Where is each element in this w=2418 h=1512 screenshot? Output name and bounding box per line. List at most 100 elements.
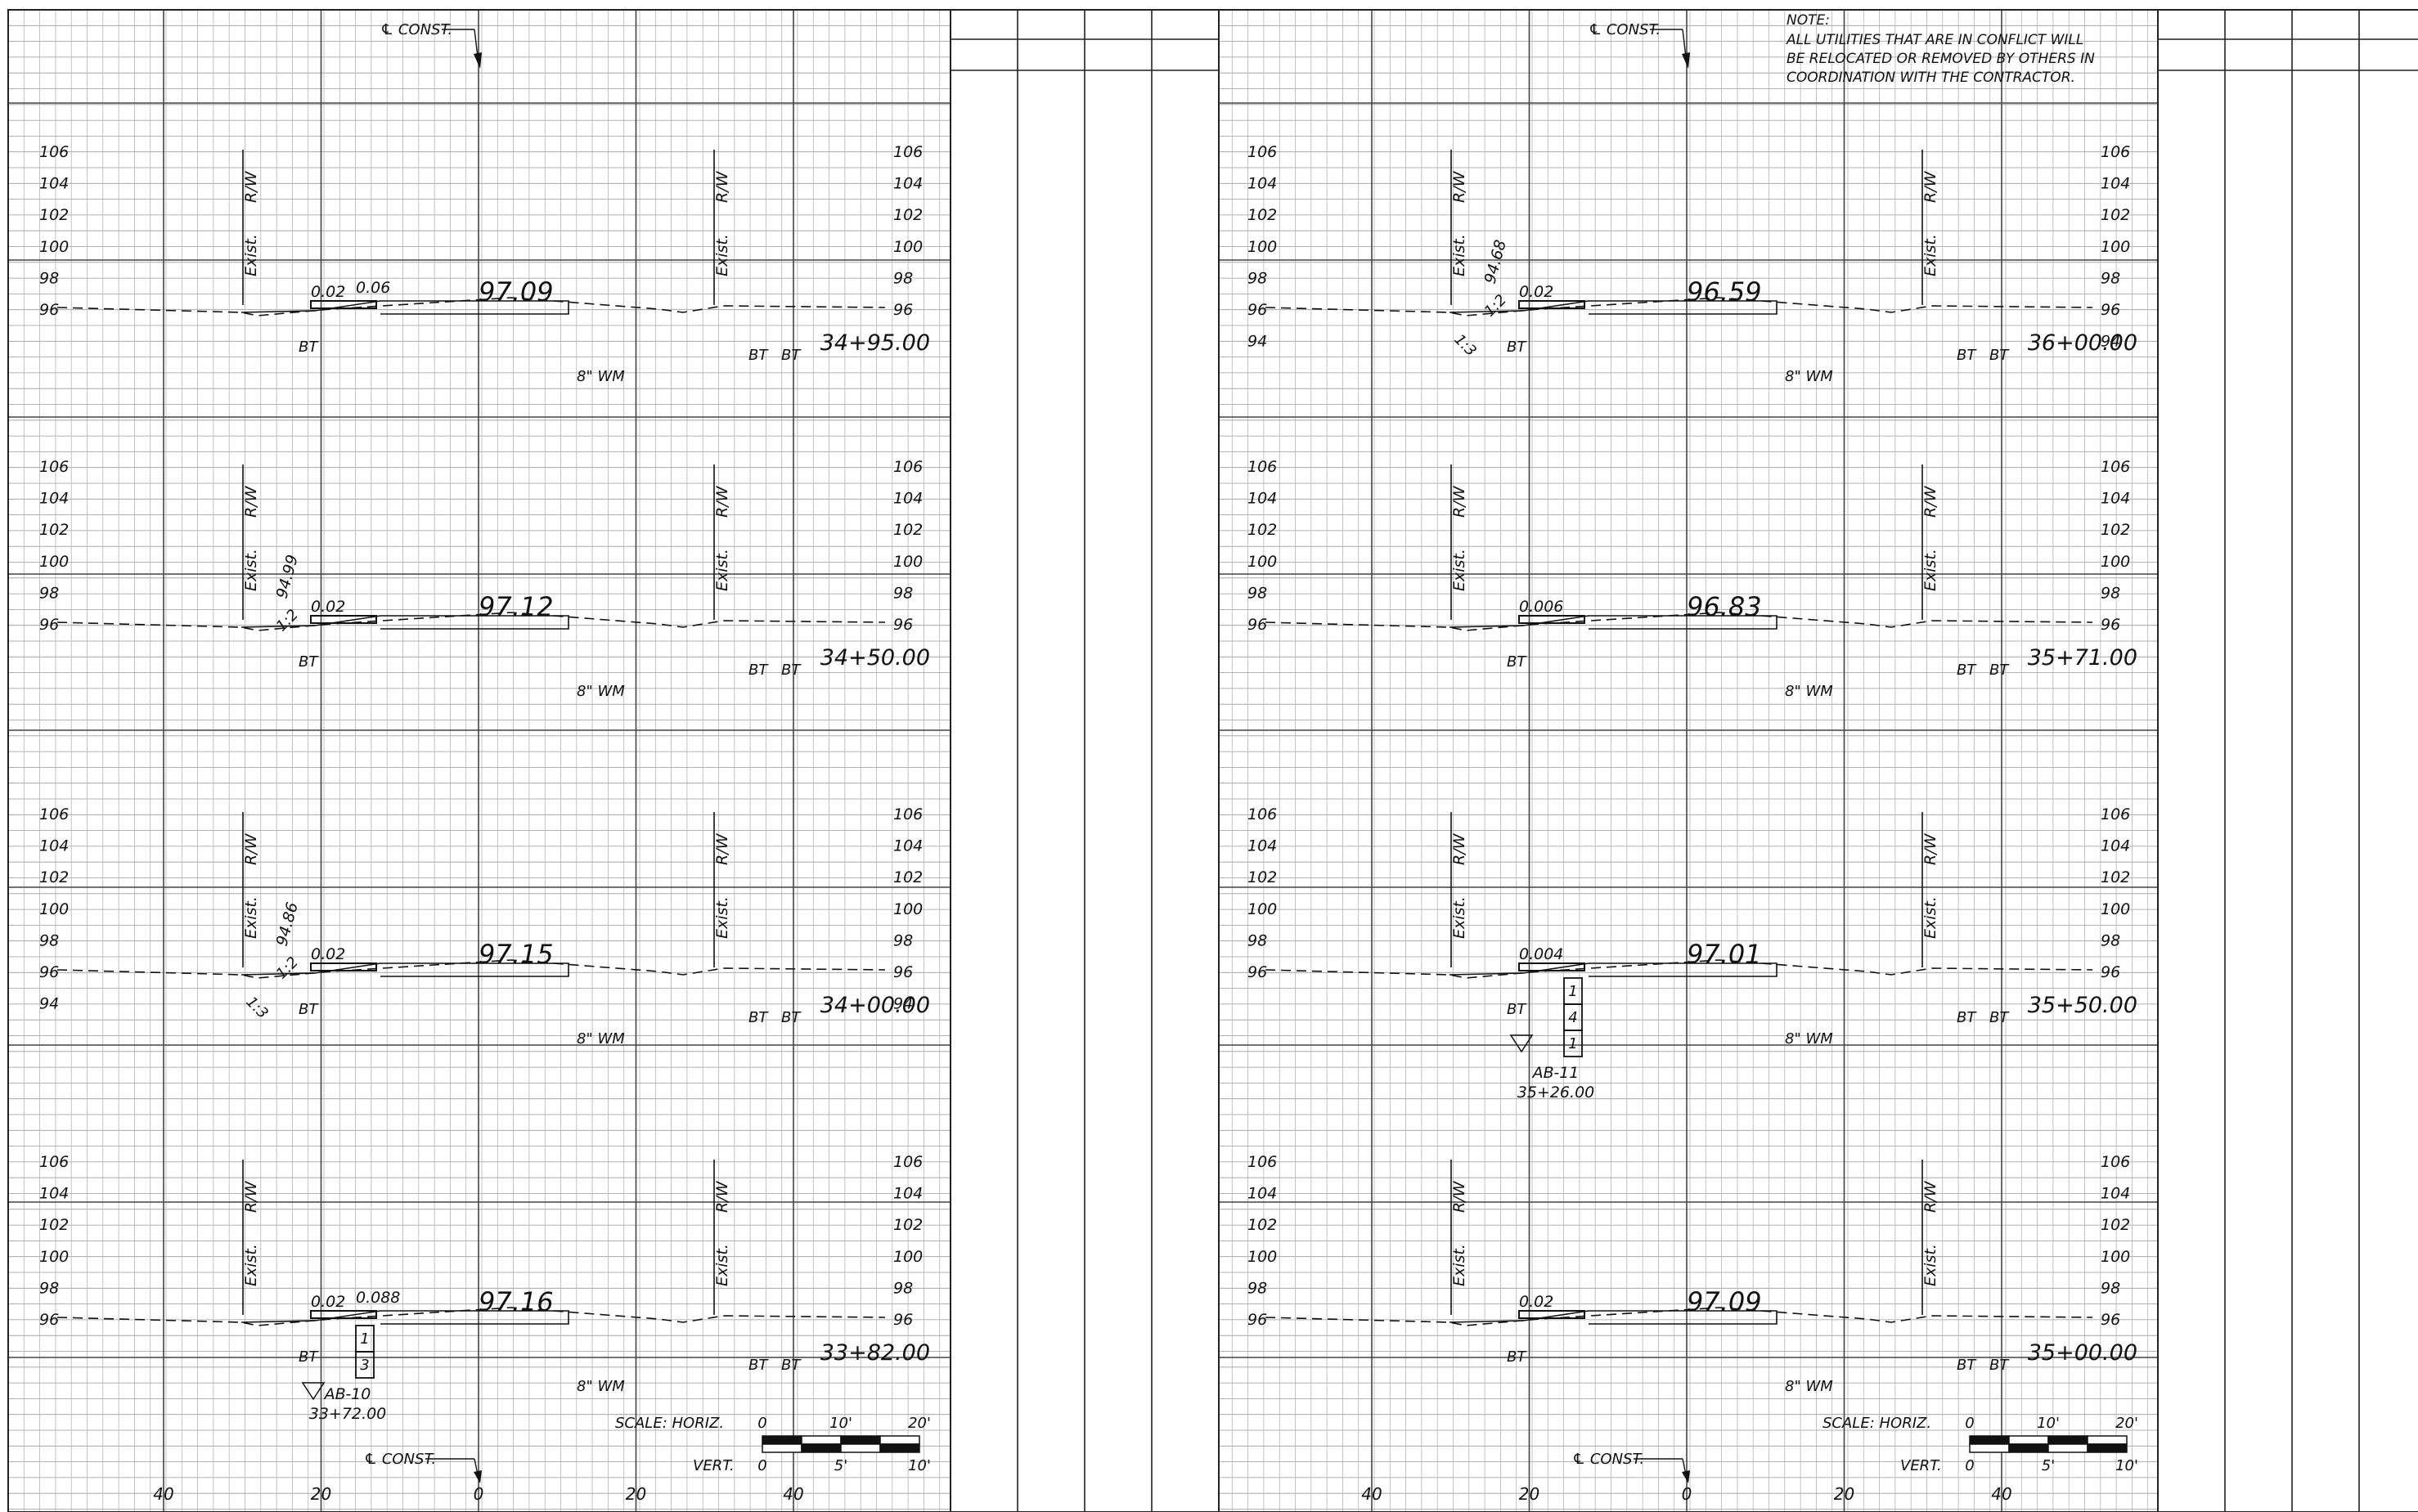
centerline-label-bottom: ℄ CONST. — [364, 1451, 436, 1468]
scale-tick: 10' — [908, 1457, 931, 1474]
rw-label: R/W — [713, 170, 731, 203]
bt-label: BT — [1507, 1348, 1527, 1366]
elevation-label-right: 98 — [893, 269, 913, 287]
elevation-label-left: 96 — [1247, 1311, 1267, 1329]
centerline-label-top: ℄ CONST. — [380, 21, 452, 38]
elevation-label-right: 104 — [2101, 1185, 2130, 1203]
elevation-label-right: 106 — [2101, 143, 2130, 161]
elevation-label-right: 98 — [893, 931, 913, 949]
rw-label: R/W — [713, 1180, 731, 1213]
cross-slope-left: 0.02 — [311, 1293, 345, 1311]
scale-tick: 0 — [757, 1457, 766, 1474]
offset-tick-label: 40 — [1361, 1484, 1382, 1504]
station-label: 35+71.00 — [2028, 645, 2137, 671]
elevation-label-left: 98 — [39, 931, 59, 949]
elevation-label-right: 106 — [893, 143, 923, 161]
exist-label: Exist. — [713, 549, 731, 591]
water-main-label: 8" WM — [577, 1378, 625, 1395]
elevation-label-right: 96 — [893, 616, 913, 634]
elevation-label-right: 96 — [893, 301, 913, 319]
scale-bar-segment — [762, 1443, 802, 1453]
cut-slope-ratio: 1:2 — [273, 606, 302, 635]
elevation-label-left: 100 — [39, 900, 69, 918]
elevation-label-left: 100 — [39, 238, 69, 256]
elevation-label-right: 96 — [2101, 301, 2120, 319]
rw-label: R/W — [713, 832, 731, 865]
rw-label: R/W — [1450, 832, 1468, 865]
scale-bar-segment — [879, 1435, 920, 1445]
elevation-label-left: 96 — [39, 1311, 59, 1329]
pavement-slab — [1518, 1310, 1585, 1319]
grid-panel-2 — [1216, 9, 2159, 1512]
grade-elevation: 96.83 — [1687, 591, 1762, 622]
bt-label: BT — [781, 662, 802, 679]
elevation-label-right: 102 — [893, 521, 923, 539]
existing-ground-line — [1265, 959, 2093, 979]
scale-tick: 0 — [1965, 1457, 1974, 1474]
rw-label: R/W — [713, 485, 731, 518]
elevation-label-left: 98 — [1247, 1279, 1267, 1297]
rw-label: R/W — [242, 170, 260, 203]
elevation-label-left: 106 — [1247, 805, 1277, 823]
proposed-section — [240, 1310, 569, 1325]
scale-horiz-label: SCALE: HORIZ. — [1822, 1415, 1931, 1432]
exist-label: Exist. — [713, 1244, 731, 1286]
grid-layer — [7, 9, 2159, 1512]
cut-slope-ratio: 1:2 — [273, 953, 302, 982]
pavement-slab — [310, 300, 377, 309]
cut-slope-ratio: 1:2 — [1481, 291, 1510, 320]
elevation-label-left: 98 — [1247, 269, 1267, 287]
boring-layer-label: 4 — [1568, 1009, 1577, 1026]
exist-label: Exist. — [242, 896, 260, 939]
elevation-label-left: 106 — [39, 143, 69, 161]
station-label: 34+00.00 — [820, 993, 930, 1018]
exist-label: Exist. — [713, 234, 731, 276]
proposed-section — [240, 962, 569, 977]
cross-slope-left: 0.02 — [311, 945, 345, 963]
centerline-label-top: ℄ CONST. — [1589, 21, 1661, 38]
station-label: 33+82.00 — [820, 1340, 930, 1366]
scale-tick: 0 — [757, 1415, 766, 1432]
elevation-label-left: 104 — [39, 837, 69, 855]
bt-label: BT — [781, 1357, 802, 1374]
rw-label: R/W — [1921, 485, 1939, 518]
elevation-label-right: 94 — [2101, 333, 2120, 351]
scale-bar-segment — [2087, 1443, 2128, 1453]
scale-bar-segment — [840, 1435, 881, 1445]
rw-label: R/W — [1450, 485, 1468, 518]
bt-label: BT — [299, 1348, 319, 1366]
elevation-label-right: 102 — [2101, 521, 2130, 539]
boring-layer-label: 3 — [360, 1357, 369, 1374]
water-level-symbol — [1509, 1034, 1534, 1053]
elevation-label-right: 104 — [893, 490, 923, 508]
bt-label: BT — [1989, 347, 2010, 364]
elevation-label-right: 104 — [893, 1185, 923, 1203]
quantity-table-layer — [950, 9, 2418, 1512]
bt-label: BT — [748, 1357, 769, 1374]
elevation-label-left: 104 — [39, 490, 69, 508]
elevation-label-right: 96 — [2101, 616, 2120, 634]
cross-slope-right: 0.088 — [356, 1289, 400, 1307]
elevation-label-left: 106 — [1247, 143, 1277, 161]
elevation-label-right: 104 — [2101, 837, 2130, 855]
exist-label: Exist. — [1921, 1244, 1939, 1286]
bt-label: BT — [1989, 662, 2010, 679]
cross-slope-left: 0.02 — [311, 598, 345, 616]
elevation-label-right: 96 — [2101, 1311, 2120, 1329]
cross-slope-left: 0.004 — [1519, 945, 1563, 963]
scale-bar-segment — [801, 1435, 842, 1445]
elevation-label-right: 100 — [2101, 1248, 2130, 1266]
grade-elevation: 96.59 — [1687, 276, 1762, 307]
note-line: COORDINATION WITH THE CONTRACTOR. — [1787, 70, 2075, 86]
grade-elevation: 97.01 — [1687, 939, 1762, 970]
bt-label: BT — [781, 1009, 802, 1026]
cross-slope-right: 0.06 — [356, 279, 390, 297]
exist-label: Exist. — [1450, 234, 1468, 276]
elevation-label-right: 100 — [893, 1248, 923, 1266]
elevation-label-left: 102 — [39, 521, 69, 539]
elevation-label-left: 100 — [39, 553, 69, 571]
grade-elevation: 97.09 — [1687, 1286, 1762, 1317]
scale-tick: 5' — [2042, 1457, 2055, 1474]
bt-label: BT — [748, 662, 769, 679]
water-main-label: 8" WM — [1785, 1030, 1833, 1048]
